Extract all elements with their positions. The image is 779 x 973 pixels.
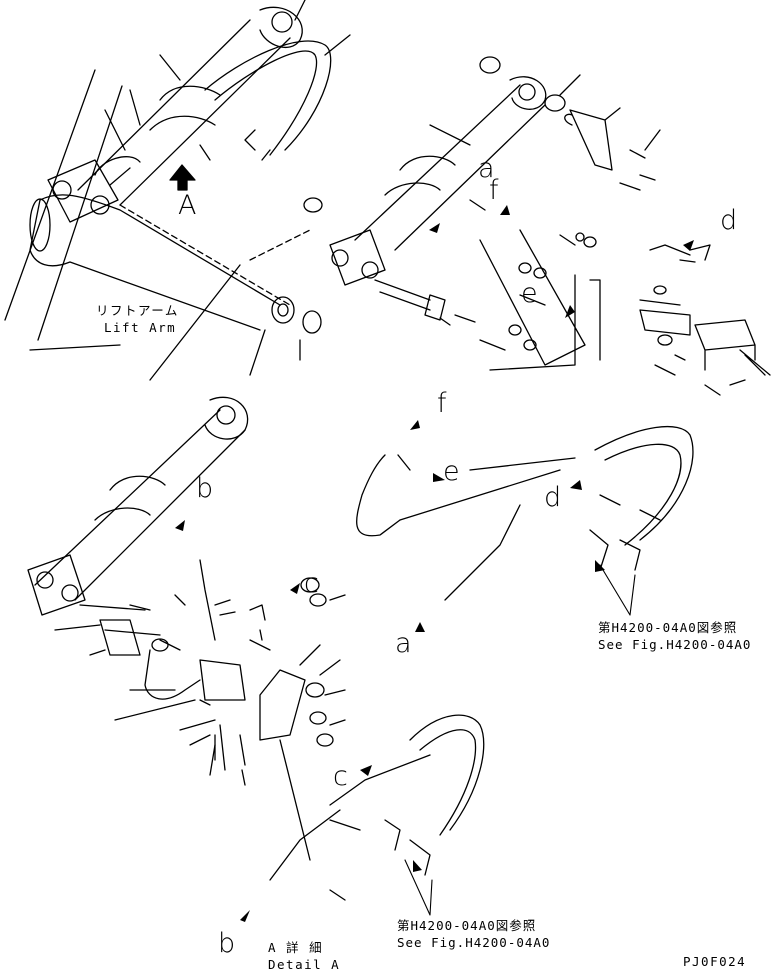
label-letter-f-top: f [489,175,499,206]
top-right-cylinder-assembly [329,56,771,601]
arrow-A [169,164,196,191]
ref-fig-2-en: See Fig.H4200-04A0 [397,935,551,950]
detail-a-label-jp: A 詳 細 [268,940,324,955]
label-letter-e-top: e [521,278,538,309]
arrowheads [175,205,694,922]
lift-arm-label-jp: リフトアーム [96,303,179,318]
detail-a-assembly [27,396,485,901]
label-letter-b-bottom: b [218,928,236,959]
lift-arm-label-en: Lift Arm [104,320,177,335]
ref-fig-1-jp: 第H4200-04A0図参照 [598,620,738,635]
ref-fig-1-en: See Fig.H4200-04A0 [598,637,752,652]
label-letter-d-top: d [720,205,738,236]
lift-arm-outline [4,69,241,381]
label-letter-d-bottom: d [544,482,562,513]
top-left-cylinder-assembly [4,0,351,381]
label-letter-b-top: b [196,473,214,504]
ref-fig-2-jp: 第H4200-04A0図参照 [397,918,537,933]
label-letter-a-bottom: a [395,628,412,659]
label-letter-c-bottom: c [333,761,348,792]
label-letter-c-top: c [304,568,319,599]
label-letter-A: A [178,190,197,221]
label-letter-e-bottom: e [443,456,460,487]
label-letter-f-bottom: f [437,388,447,419]
detail-a-label-en: Detail A [268,957,341,972]
drawing-code: PJ0F024 [683,954,747,969]
label-letter-a-top: a [478,153,495,184]
